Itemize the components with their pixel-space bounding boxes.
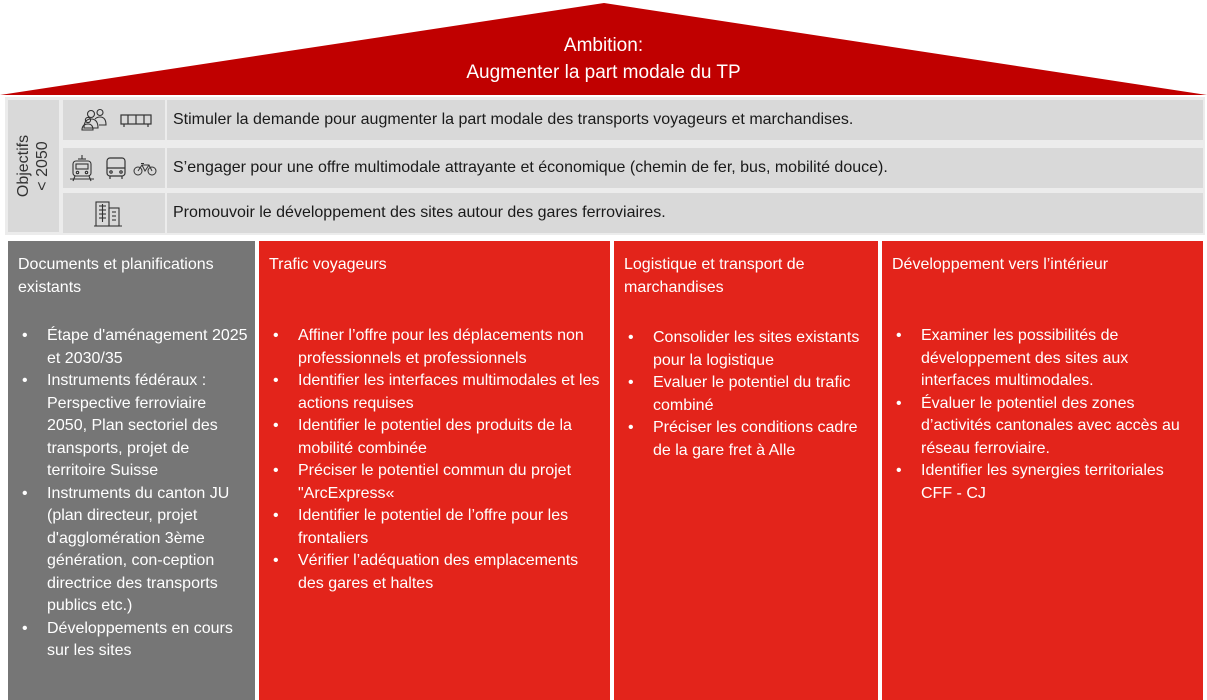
list-item: Affiner l’offre pour les déplacements no… [271, 325, 606, 370]
train-car-icon [120, 114, 152, 127]
column-heading: Trafic voyageurs [269, 256, 387, 273]
people-icon [81, 108, 107, 131]
list-item: Préciser le potentiel commun du projet "… [271, 460, 606, 505]
column-list: Étape d'aménagement 2025 et 2030/35 Inst… [20, 325, 250, 663]
bicycle-icon [133, 163, 157, 176]
objective-icon-cell [63, 193, 165, 233]
ambition-label: Ambition: [563, 35, 644, 56]
objective-icon-cell [63, 148, 165, 188]
column-passenger-traffic: Trafic voyageurs Affiner l’offre pour le… [259, 241, 610, 700]
objective-row-sites: Promouvoir le développement des sites au… [63, 193, 1203, 233]
objectives-label-line1: Objectifs [15, 134, 32, 198]
buildings-icon [94, 201, 122, 227]
list-item: Consolider les sites existants pour la l… [626, 327, 871, 372]
list-item: Évaluer le potentiel des zones d’activit… [894, 393, 1194, 461]
list-item: Examiner les possibilités de développeme… [894, 325, 1194, 393]
objective-row-offer: S’engager pour une offre multimodale att… [63, 148, 1203, 188]
list-item: Instruments du canton JU (plan directeur… [20, 483, 250, 618]
ambition-title: Augmenter la part modale du TP [466, 62, 741, 83]
objective-text-cell: S’engager pour une offre multimodale att… [167, 148, 1203, 188]
list-item: Identifier le potentiel des produits de … [271, 415, 606, 460]
list-item: Identifier le potentiel de l’offre pour … [271, 505, 606, 550]
list-item: Identifier les interfaces multimodales e… [271, 370, 606, 415]
list-item: Développements en cours sur les sites [20, 618, 250, 663]
column-heading: Documents et planifications existants [18, 256, 214, 296]
objectives-label-line2: < 2050 [34, 141, 51, 191]
bus-icon [106, 157, 126, 179]
column-list: Affiner l’offre pour les déplacements no… [271, 325, 606, 595]
objective-text: S’engager pour une offre multimodale att… [173, 159, 888, 176]
column-list: Examiner les possibilités de développeme… [894, 325, 1194, 505]
objectives-side-cell [8, 100, 59, 232]
objective-text-cell: Stimuler la demande pour augmenter la pa… [167, 100, 1203, 140]
list-item: Préciser les conditions cadre de la gare… [626, 417, 871, 462]
objective-text: Promouvoir le développement des sites au… [173, 204, 666, 221]
list-item: Identifier les synergies territoriales C… [894, 460, 1194, 505]
list-item: Vérifier l’adéquation des emplacements d… [271, 550, 606, 595]
list-item: Instruments fédéraux : Perspective ferro… [20, 370, 250, 483]
objective-text: Stimuler la demande pour augmenter la pa… [173, 111, 854, 128]
roof-shape [0, 3, 1207, 95]
objective-row-demand: Stimuler la demande pour augmenter la pa… [63, 100, 1203, 140]
objective-icon-cell [63, 100, 165, 140]
train-icon [70, 155, 94, 182]
column-heading: Développement vers l’intérieur [892, 256, 1109, 273]
objective-text-cell: Promouvoir le développement des sites au… [167, 193, 1203, 233]
objectives-side-label: Objectifs < 2050 [14, 100, 52, 232]
column-inward-development: Développement vers l’intérieur Examiner … [882, 241, 1203, 700]
column-freight-logistics: Logistique et transport de marchandises … [614, 241, 878, 700]
column-existing-documents: Documents et planifications existants Ét… [8, 241, 255, 700]
list-item: Evaluer le potentiel du trafic combiné [626, 372, 871, 417]
column-list: Consolider les sites existants pour la l… [626, 327, 871, 462]
column-heading: Logistique et transport de marchandises [624, 256, 805, 296]
list-item: Étape d'aménagement 2025 et 2030/35 [20, 325, 250, 370]
